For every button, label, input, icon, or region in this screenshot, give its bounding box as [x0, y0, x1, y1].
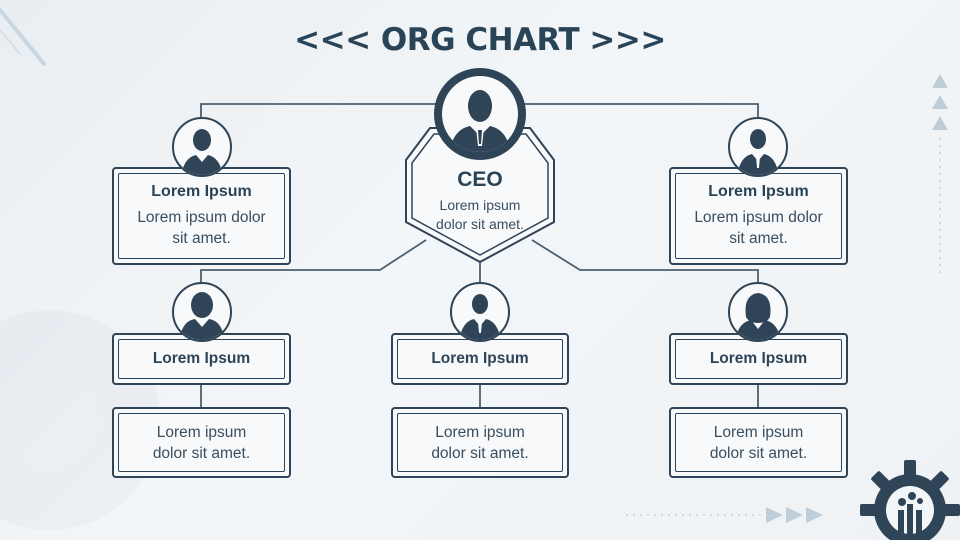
- bottom-left-desc-card: Lorem ipsum dolor sit amet.: [112, 407, 291, 478]
- bottom-right-desc-card: Lorem ipsum dolor sit amet.: [669, 407, 848, 478]
- gear-factory-icon: [860, 460, 960, 540]
- ceo-description: Lorem ipsum dolor sit amet.: [410, 196, 550, 234]
- ceo-title: CEO: [457, 168, 503, 191]
- arrow-right-icons: [766, 507, 823, 523]
- male-avatar-icon: [450, 282, 510, 342]
- female-avatar-icon: [172, 282, 232, 342]
- card-desc-line2: sit amet.: [172, 230, 231, 247]
- ceo-desc-line1: Lorem ipsum: [439, 197, 521, 213]
- ceo-hexagon: [405, 127, 555, 264]
- card-label: Lorem Ipsum: [431, 350, 529, 367]
- female-avatar-icon: [172, 117, 232, 177]
- ceo-desc-line2: dolor sit amet.: [436, 216, 524, 232]
- female-avatar-icon: [728, 282, 788, 342]
- top-left-card: Lorem Ipsum Lorem ipsum dolor sit amet.: [112, 167, 291, 265]
- card-desc-line1: Lorem ipsum: [713, 423, 804, 441]
- card-label: Lorem Ipsum: [152, 350, 251, 367]
- card-desc-line1: Lorem ipsum dolor: [137, 209, 266, 226]
- card-name: Lorem Ipsum: [151, 183, 252, 200]
- card-label: Lorem Ipsum: [709, 350, 808, 367]
- card-name: Lorem Ipsum: [708, 183, 809, 200]
- page-title: <<< ORG CHART >>>: [294, 22, 666, 58]
- card-desc-line1: Lorem ipsum: [435, 423, 525, 441]
- card-desc-line2: sit amet.: [729, 230, 788, 247]
- card-desc-line1: Lorem ipsum: [156, 423, 247, 441]
- card-desc-line2: dolor sit amet.: [152, 444, 251, 462]
- bottom-center-desc-card: Lorem ipsum dolor sit amet.: [391, 407, 569, 478]
- top-right-card: Lorem Ipsum Lorem ipsum dolor sit amet.: [669, 167, 848, 265]
- card-desc-line2: dolor sit amet.: [431, 444, 529, 462]
- male-avatar-icon: [728, 117, 788, 177]
- card-desc-line1: Lorem ipsum dolor: [694, 209, 823, 226]
- arrow-up-icons: [932, 74, 948, 130]
- ceo-avatar-icon: [434, 68, 526, 160]
- card-desc-line2: dolor sit amet.: [709, 444, 808, 462]
